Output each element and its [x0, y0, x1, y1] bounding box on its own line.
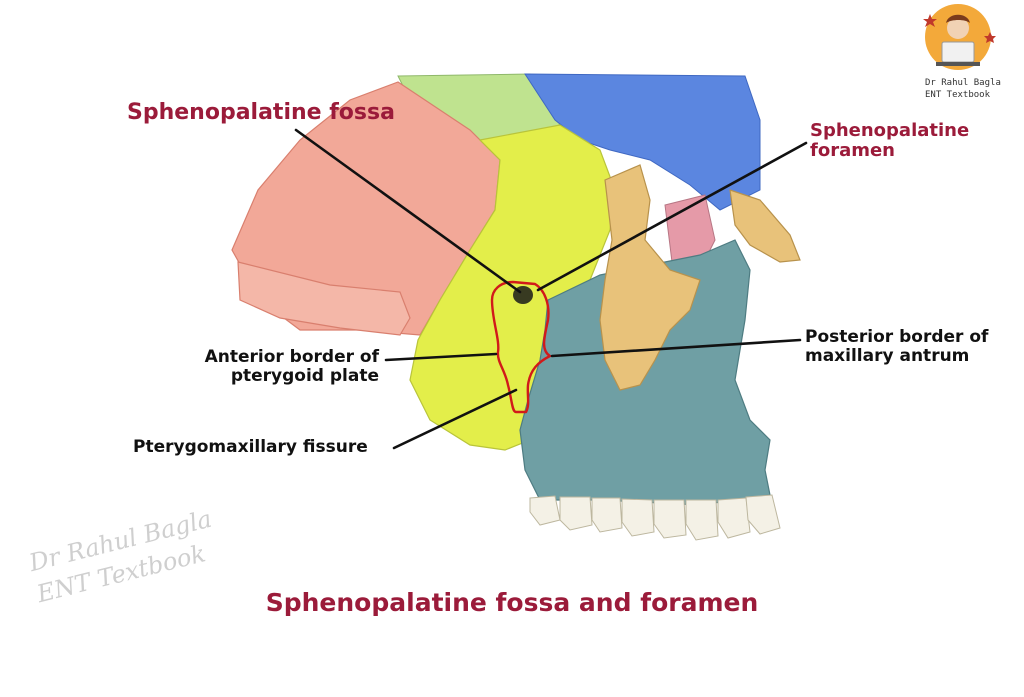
logo-line1: Dr Rahul Bagla	[925, 78, 1001, 88]
zygomatic-process	[237, 261, 411, 336]
pointer-line-pterygomaxillary-fissure	[392, 388, 518, 450]
label-sphenopalatine-foramen-line2: foramen	[810, 140, 895, 162]
label-sphenopalatine-fossa: Sphenopalatine fossa	[127, 100, 395, 125]
pointer-line-posterior-border	[550, 338, 802, 358]
label-sphenopalatine-foramen-line1: Sphenopalatine	[810, 120, 970, 141]
fossa-outline	[490, 280, 552, 414]
pointer-line-sphenopalatine-foramen	[536, 141, 808, 292]
label-posterior-border-line1: Posterior border of	[805, 327, 989, 347]
logo-caption: Dr Rahul Bagla ENT Textbook	[925, 78, 1001, 101]
teeth	[529, 494, 781, 541]
label-sphenopalatine-foramen: Sphenopalatine foramen	[810, 120, 970, 162]
label-anterior-border-line1: Anterior border of	[204, 347, 379, 367]
label-anterior-border-line2: pterygoid plate	[230, 366, 379, 387]
pointer-line-sphenopalatine-fossa	[294, 128, 522, 294]
zygomatic-arch-right	[729, 189, 801, 263]
zygomatic-bone	[599, 164, 701, 391]
logo-line2: ENT Textbook	[925, 89, 991, 100]
label-posterior-border-line2: maxillary antrum	[805, 346, 970, 367]
label-posterior-border: Posterior border of maxillary antrum	[805, 327, 989, 367]
logo-avatar	[923, 4, 996, 70]
label-anterior-border: Anterior border of pterygoid plate	[204, 347, 379, 387]
pointer-line-anterior-border	[384, 352, 498, 362]
label-pterygomaxillary-fissure: Pterygomaxillary fissure	[133, 437, 368, 457]
figure-title: Sphenopalatine fossa and foramen	[265, 588, 759, 617]
